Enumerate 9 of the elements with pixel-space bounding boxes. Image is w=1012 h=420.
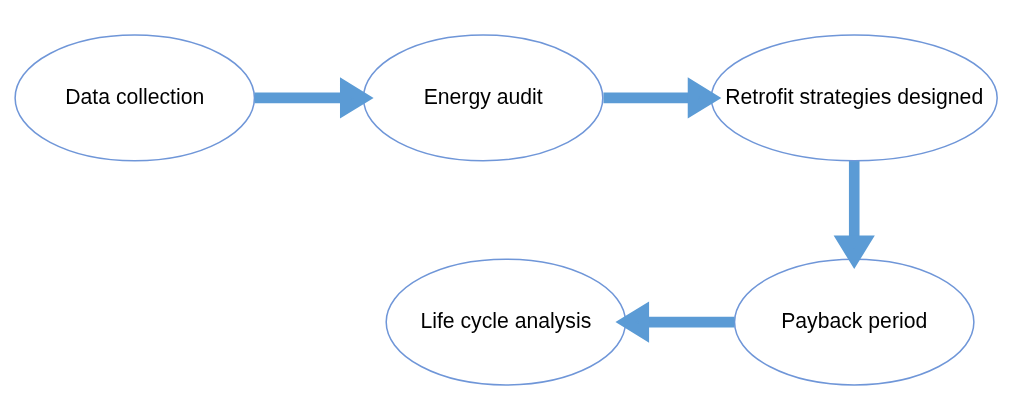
node-ellipse: Energy audit bbox=[362, 34, 604, 162]
arrow bbox=[254, 77, 374, 119]
node-ellipse: Data collection bbox=[14, 34, 256, 162]
node-ellipse: Payback period bbox=[733, 258, 975, 386]
arrow bbox=[615, 301, 735, 343]
node-ellipse: Life cycle analysis bbox=[385, 258, 627, 386]
node-ellipse: Retrofit strategies designed bbox=[710, 34, 998, 162]
arrow bbox=[833, 161, 875, 270]
arrow bbox=[603, 77, 722, 119]
